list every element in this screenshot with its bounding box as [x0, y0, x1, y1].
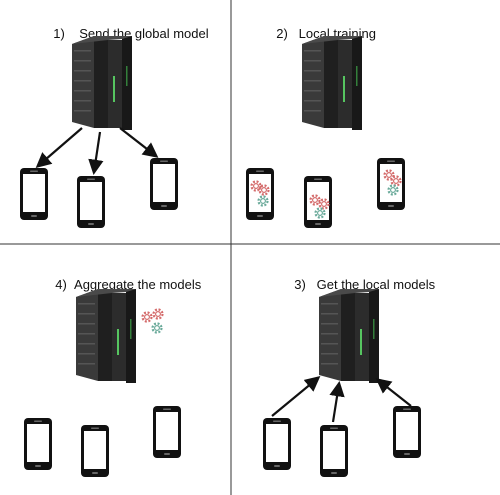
- gear-icon: [152, 308, 164, 320]
- arrow-icon: [271, 376, 321, 417]
- server-icon: [319, 289, 379, 383]
- step-number: 2): [276, 26, 288, 41]
- gear-icon: [151, 322, 163, 334]
- phone-icon: [393, 406, 421, 458]
- phone-icon: [263, 418, 291, 470]
- phone-icon: [24, 418, 52, 470]
- server-icon: [76, 289, 136, 383]
- panel-title-aggregate-models: 4) Aggregate the models: [48, 262, 201, 292]
- arrow-icon: [35, 127, 83, 169]
- step-number: 1): [53, 26, 65, 41]
- phone-icon: [153, 406, 181, 458]
- panel-title-send-global-model: 1) Send the global model: [46, 11, 209, 41]
- panel-get-local-models: [263, 289, 421, 477]
- panel-title-text: Aggregate the models: [74, 277, 202, 292]
- phone-icon: [150, 158, 178, 210]
- server-icon: [302, 36, 362, 130]
- phone-icon: [81, 425, 109, 477]
- panel-send-global-model: [20, 36, 178, 228]
- arrow-icon: [329, 380, 345, 423]
- arrow-icon: [119, 127, 159, 158]
- panel-title-get-local-models: 3) Get the local models: [287, 262, 435, 292]
- phone-icon: [20, 168, 48, 220]
- panel-aggregate-models: [24, 289, 181, 477]
- arrow-icon: [88, 131, 104, 176]
- panel-title-text: Get the local models: [316, 277, 436, 292]
- arrow-icon: [375, 378, 412, 407]
- phone-icon: [377, 158, 405, 210]
- panel-local-training: [246, 36, 405, 228]
- server-icon: [72, 36, 132, 130]
- step-number: 3): [294, 277, 306, 292]
- panel-title-text: Send the global model: [79, 26, 209, 41]
- phone-icon: [77, 176, 105, 228]
- phone-icon: [320, 425, 348, 477]
- phone-icon: [246, 168, 274, 220]
- step-number: 4): [55, 277, 67, 292]
- gear-icon: [141, 311, 153, 323]
